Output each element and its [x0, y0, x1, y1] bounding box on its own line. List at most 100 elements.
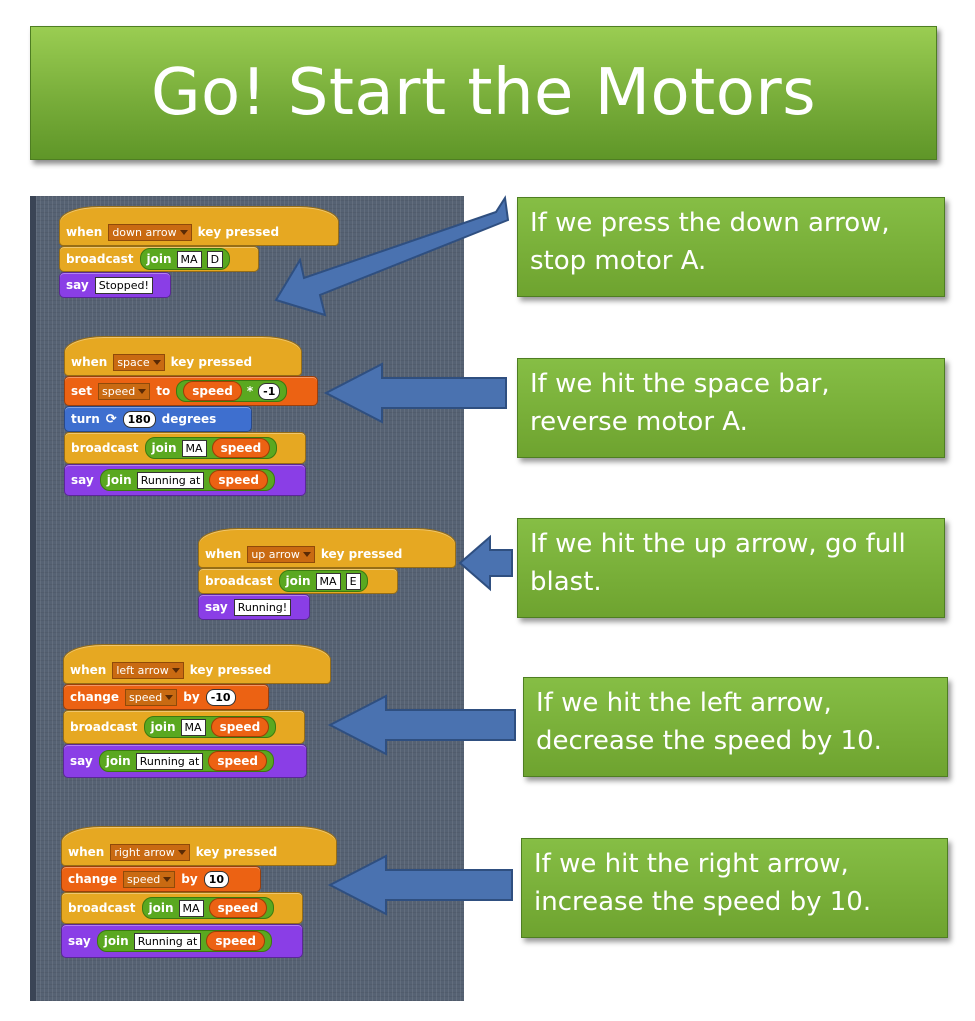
variable-dropdown[interactable]: speed [98, 382, 151, 400]
text-input[interactable]: Running at [133, 932, 202, 950]
block-label: by [181, 872, 198, 886]
block-label: join [151, 441, 177, 455]
script-down-arrow[interactable]: when down arrow key pressed broadcast jo… [59, 206, 339, 298]
when-key-pressed-hat-block[interactable]: when left arrow key pressed [63, 644, 331, 684]
block-label: join [146, 252, 172, 266]
key-dropdown-value: down arrow [112, 225, 177, 239]
block-label: broadcast [70, 720, 138, 734]
key-dropdown[interactable]: left arrow [112, 661, 184, 679]
callout-text: If we hit the right arrow, increase the … [534, 849, 872, 917]
key-dropdown[interactable]: right arrow [110, 843, 190, 861]
dropdown-arrow-icon [165, 694, 174, 700]
text-input[interactable]: Stopped! [94, 276, 153, 294]
block-label: join [150, 720, 176, 734]
broadcast-block[interactable]: broadcast join MA speed [61, 892, 303, 924]
dropdown-arrow-icon [302, 551, 311, 557]
when-key-pressed-hat-block[interactable]: when right arrow key pressed [61, 826, 337, 866]
variable-dropdown[interactable]: speed [125, 688, 178, 706]
number-input[interactable]: 10 [203, 870, 229, 888]
variable-dropdown-value: speed [102, 384, 136, 398]
join-reporter[interactable]: join MA speed [144, 437, 278, 459]
operator-label: * [246, 384, 254, 398]
text-input[interactable]: Running at [135, 752, 204, 770]
number-input[interactable]: 180 [122, 410, 156, 428]
when-key-pressed-hat-block[interactable]: when space key pressed [64, 336, 302, 376]
block-label: turn [71, 412, 100, 426]
broadcast-block[interactable]: broadcast join MA speed [64, 432, 306, 464]
join-reporter[interactable]: join MA D [139, 248, 231, 270]
text-input[interactable]: MA [178, 899, 204, 917]
block-label: join [148, 901, 174, 915]
speed-variable-reporter[interactable]: speed [206, 931, 265, 951]
variable-dropdown[interactable]: speed [123, 870, 176, 888]
key-dropdown[interactable]: space [113, 353, 165, 371]
block-label: when [71, 355, 108, 369]
broadcast-block[interactable]: broadcast join MA E [198, 568, 398, 594]
join-reporter[interactable]: join Running at speed [99, 469, 275, 491]
say-block[interactable]: say join Running at speed [63, 744, 307, 778]
key-dropdown-value: space [117, 355, 150, 369]
block-label: change [70, 690, 120, 704]
block-label: by [183, 690, 200, 704]
change-variable-block[interactable]: change speed by 10 [61, 866, 261, 892]
when-key-pressed-hat-block[interactable]: when up arrow key pressed [198, 528, 456, 568]
dropdown-arrow-icon [152, 359, 161, 365]
block-label: broadcast [205, 574, 273, 588]
dropdown-arrow-icon [163, 876, 172, 882]
text-input[interactable]: MA [180, 718, 206, 736]
block-label: join [285, 574, 311, 588]
script-space[interactable]: when space key pressed set speed to spee… [64, 336, 318, 496]
key-dropdown[interactable]: up arrow [247, 545, 315, 563]
block-label: join [105, 754, 131, 768]
join-reporter[interactable]: join Running at speed [98, 750, 274, 772]
broadcast-block[interactable]: broadcast join MA D [59, 246, 259, 272]
text-input[interactable]: Running at [136, 471, 205, 489]
callout-text: If we hit the space bar, reverse motor A… [530, 369, 830, 437]
key-dropdown[interactable]: down arrow [108, 223, 192, 241]
say-block[interactable]: say Stopped! [59, 272, 171, 298]
join-reporter[interactable]: join MA E [278, 570, 368, 592]
speed-variable-reporter[interactable]: speed [183, 381, 242, 401]
script-left-arrow[interactable]: when left arrow key pressed change speed… [63, 644, 331, 778]
pointer-arrow-icon [458, 534, 513, 592]
text-input[interactable]: MA [181, 439, 207, 457]
number-input[interactable]: -1 [258, 382, 281, 400]
key-dropdown-value: left arrow [116, 663, 169, 677]
say-block[interactable]: say join Running at speed [61, 924, 303, 958]
dropdown-arrow-icon [138, 388, 147, 394]
text-input[interactable]: Running! [233, 598, 292, 616]
say-block[interactable]: say join Running at speed [64, 464, 306, 496]
block-label: key pressed [189, 663, 272, 677]
broadcast-block[interactable]: broadcast join MA speed [63, 710, 305, 744]
block-label: when [66, 225, 103, 239]
speed-variable-reporter[interactable]: speed [208, 751, 267, 771]
block-label: key pressed [320, 547, 403, 561]
multiply-reporter[interactable]: speed * -1 [176, 380, 288, 402]
block-label: join [106, 473, 132, 487]
text-input[interactable]: MA [315, 572, 341, 590]
speed-variable-reporter[interactable]: speed [209, 470, 268, 490]
text-input[interactable]: D [206, 250, 224, 268]
block-label: key pressed [197, 225, 280, 239]
set-variable-block[interactable]: set speed to speed * -1 [64, 376, 318, 406]
join-reporter[interactable]: join MA speed [143, 716, 277, 738]
change-variable-block[interactable]: change speed by -10 [63, 684, 269, 710]
speed-variable-reporter[interactable]: speed [208, 898, 268, 918]
speed-variable-reporter[interactable]: speed [211, 438, 271, 458]
join-reporter[interactable]: join MA speed [141, 897, 275, 919]
say-block[interactable]: say Running! [198, 594, 310, 620]
join-reporter[interactable]: join Running at speed [96, 930, 272, 952]
text-input[interactable]: MA [176, 250, 202, 268]
script-right-arrow[interactable]: when right arrow key pressed change spee… [61, 826, 337, 958]
block-label: join [103, 934, 129, 948]
text-input[interactable]: E [345, 572, 361, 590]
callout-down-arrow: If we press the down arrow, stop motor A… [517, 197, 945, 297]
scripts-area: when down arrow key pressed broadcast jo… [30, 196, 464, 1001]
callout-text: If we hit the up arrow, go full blast. [530, 529, 906, 597]
speed-variable-reporter[interactable]: speed [210, 717, 270, 737]
block-label: say [205, 600, 228, 614]
turn-block[interactable]: turn ⟳ 180 degrees [64, 406, 252, 432]
script-up-arrow[interactable]: when up arrow key pressed broadcast join… [198, 528, 456, 620]
when-key-pressed-hat-block[interactable]: when down arrow key pressed [59, 206, 339, 246]
number-input[interactable]: -10 [205, 688, 236, 706]
